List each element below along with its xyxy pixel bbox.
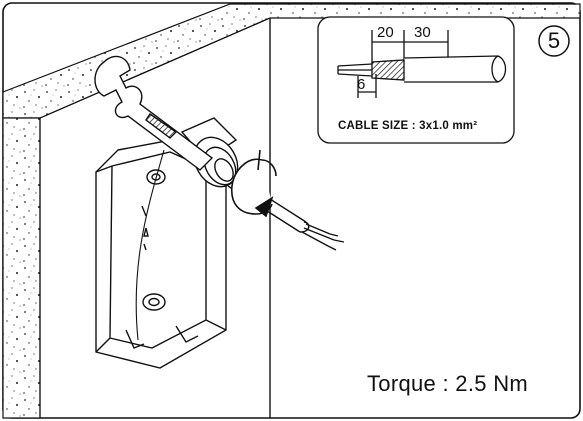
wall-left-edge bbox=[2, 117, 41, 419]
dimension-conductor: 6 bbox=[357, 76, 366, 93]
wrench bbox=[94, 55, 214, 171]
dimension-outer-strip: 20 bbox=[377, 24, 394, 41]
rotation-arrow bbox=[231, 149, 277, 218]
cable-strip-inset bbox=[317, 16, 515, 144]
cable-size-label: CABLE SIZE : 3x1.0 mm² bbox=[338, 120, 478, 132]
torque-label: Torque : 2.5 Nm bbox=[367, 371, 529, 396]
mounting-box bbox=[95, 137, 227, 369]
step-number: 5 bbox=[547, 28, 561, 53]
cable-gland bbox=[180, 117, 239, 188]
dimension-sheath: 30 bbox=[414, 24, 431, 41]
step-number-circle bbox=[538, 25, 570, 57]
